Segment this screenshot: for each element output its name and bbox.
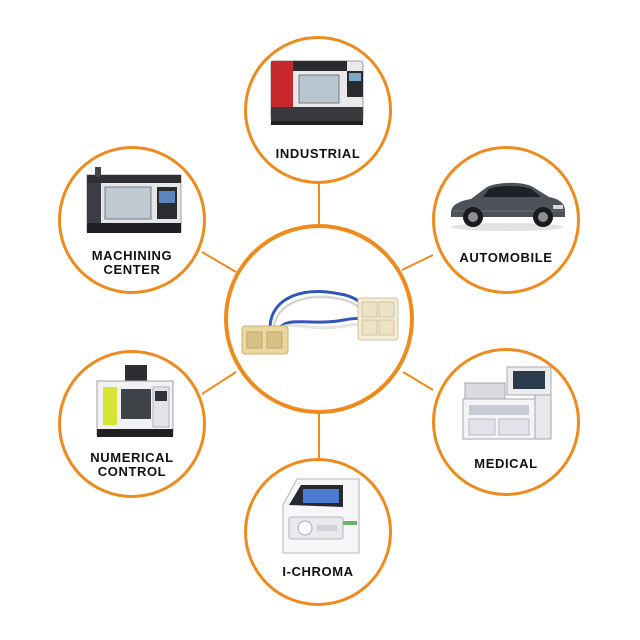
line-numerical bbox=[201, 371, 237, 395]
vertical-machining-center-image bbox=[96, 365, 174, 437]
node-machining-center: MACHINING CENTER bbox=[58, 146, 206, 294]
machining-center-image bbox=[86, 167, 182, 233]
ichroma-reader-image bbox=[282, 478, 360, 554]
sports-car-image bbox=[451, 182, 565, 231]
node-numerical-control: NUMERICAL CONTROL bbox=[58, 350, 206, 498]
numerical-control-label: NUMERICAL CONTROL bbox=[90, 450, 174, 479]
line-machining bbox=[201, 251, 237, 273]
node-medical: MEDICAL bbox=[432, 348, 580, 496]
ichroma-label: I-CHROMA bbox=[282, 564, 354, 579]
cnc-lathe-image bbox=[270, 60, 364, 125]
automobile-label: AUTOMOBILE bbox=[459, 250, 553, 265]
industrial-label: INDUSTRIAL bbox=[275, 146, 361, 161]
medical-analyzer-image bbox=[462, 366, 552, 440]
line-automobile bbox=[401, 254, 434, 271]
line-medical bbox=[402, 371, 434, 391]
node-ichroma: I-CHROMA bbox=[244, 458, 392, 606]
node-industrial: INDUSTRIAL bbox=[244, 36, 392, 184]
node-automobile: AUTOMOBILE bbox=[432, 146, 580, 294]
center-wire-harness bbox=[224, 224, 414, 414]
medical-label: MEDICAL bbox=[474, 456, 538, 471]
wire-harness-image bbox=[241, 290, 399, 355]
machining-center-label: MACHINING CENTER bbox=[91, 248, 173, 277]
